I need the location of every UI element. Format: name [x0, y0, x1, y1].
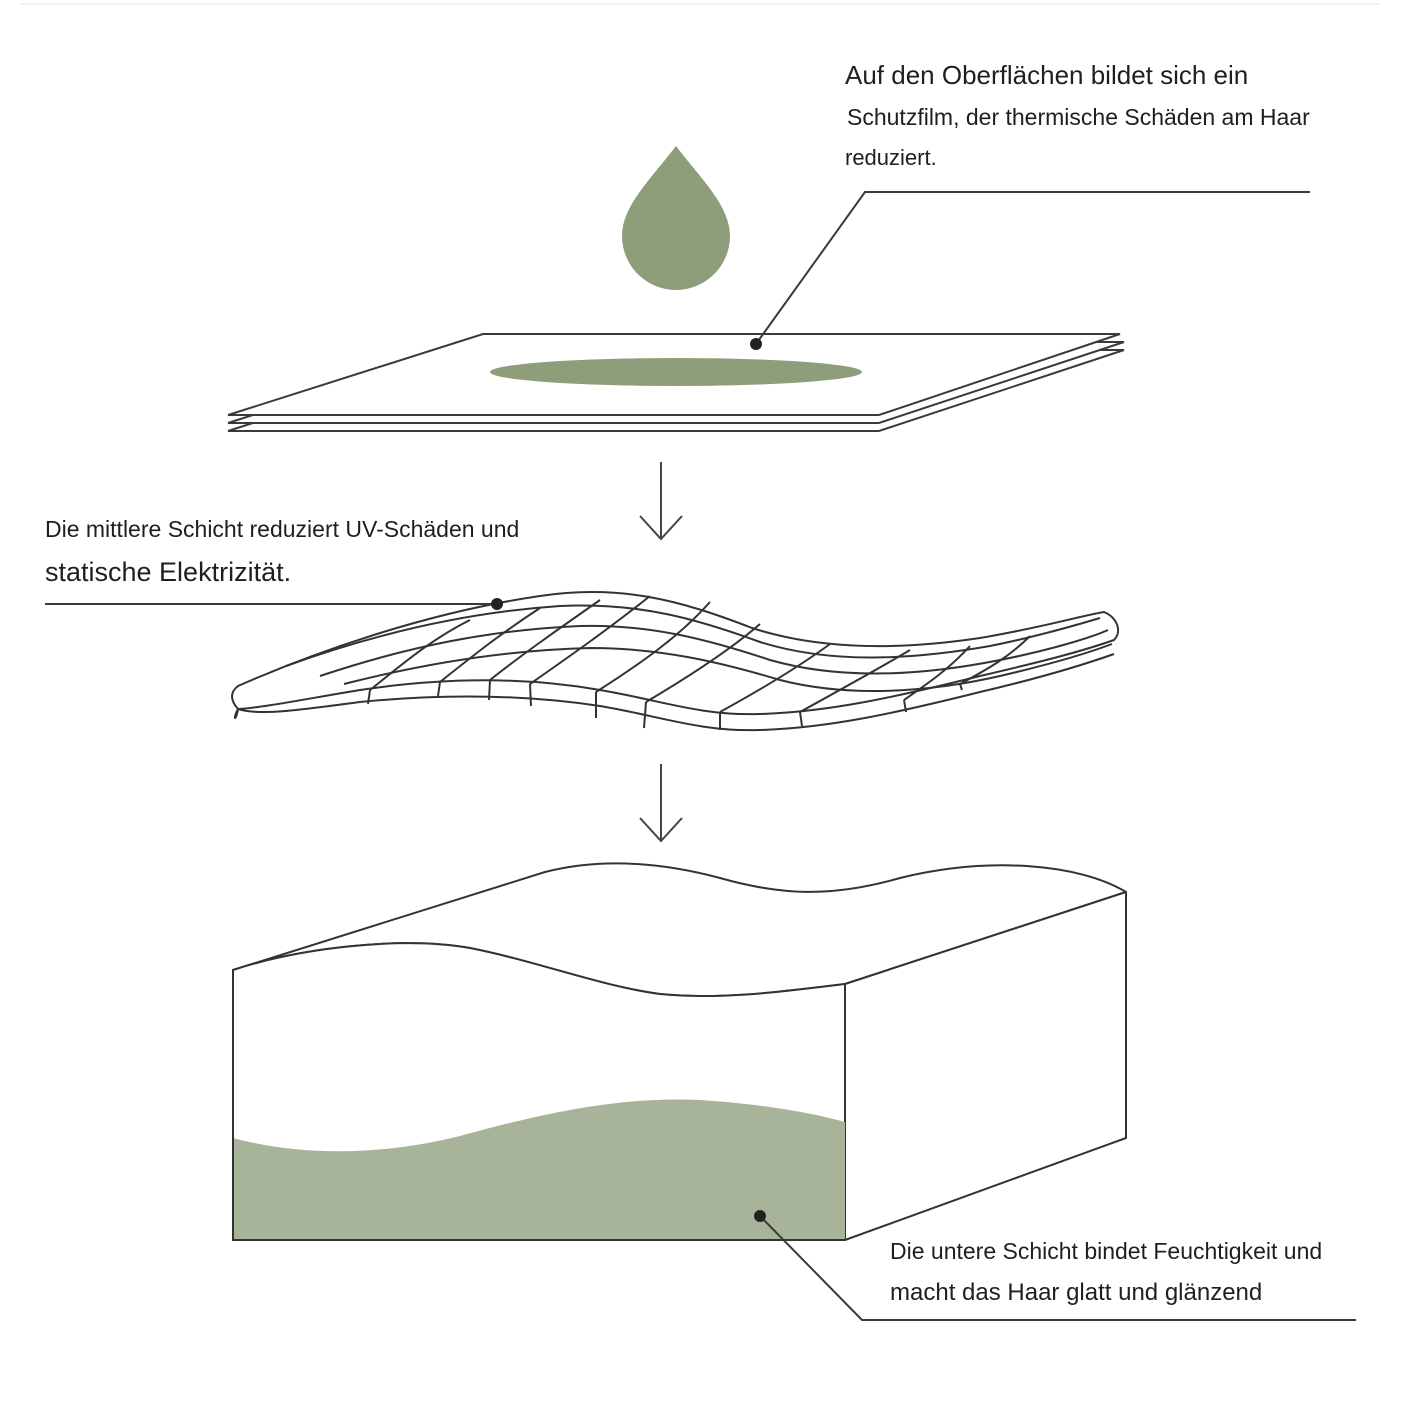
top-leader-dot	[750, 338, 762, 350]
top-callout-line-2: Schutzfilm, der thermische Schäden am Ha…	[847, 104, 1310, 130]
top-layer-film	[490, 358, 862, 386]
top-divider	[20, 3, 1380, 5]
middle-callout-line-2: statische Elektrizität.	[45, 557, 292, 587]
bottom-callout-line-2: macht das Haar glatt und glänzend	[890, 1279, 1263, 1306]
bottom-leader-dot	[754, 1210, 766, 1222]
arrow-down-icon	[639, 764, 683, 843]
top-callout-line-1: Auf den Oberflächen bildet sich ein	[845, 60, 1249, 90]
bottom-layer-moisture	[233, 1099, 845, 1240]
middle-layer-mesh	[231, 591, 1120, 732]
drop-icon	[622, 146, 730, 290]
bottom-layer-front-outline	[232, 970, 845, 1241]
bottom-callout-line-1: Die untere Schicht bindet Feuchtigkeit u…	[890, 1238, 1323, 1264]
arrow-down-icon	[639, 462, 683, 541]
top-callout-line-3: reduziert.	[845, 145, 937, 170]
top-leader-line	[755, 191, 1310, 345]
bottom-leader-line	[759, 1215, 1356, 1321]
middle-leader-dot	[491, 598, 503, 610]
middle-callout-line-1: Die mittlere Schicht reduziert UV-Schäde…	[45, 516, 520, 542]
